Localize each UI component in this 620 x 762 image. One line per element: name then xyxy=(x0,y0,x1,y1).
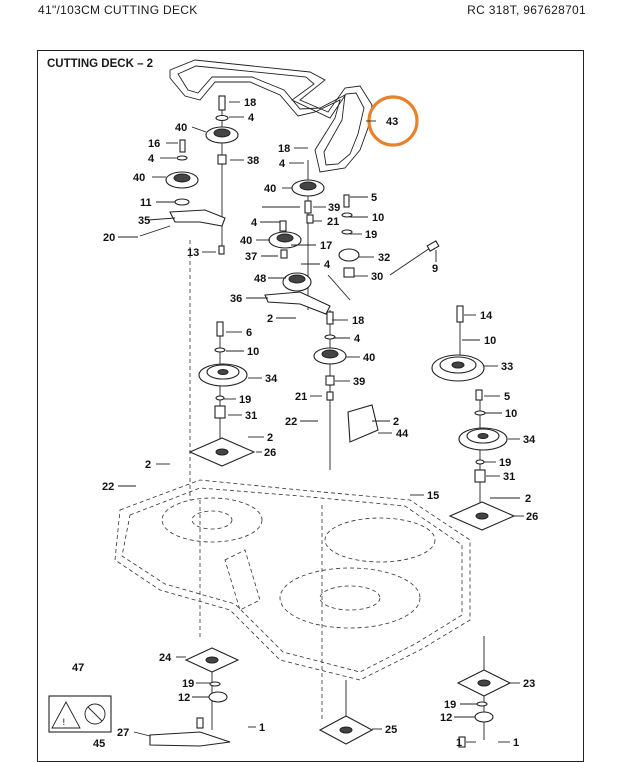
callout-4: 4 xyxy=(248,112,255,124)
callout-2: 2 xyxy=(393,416,399,428)
callout-21: 21 xyxy=(327,216,339,228)
callout-40: 40 xyxy=(264,183,276,195)
callout-35: 35 xyxy=(138,215,150,227)
callout-4: 4 xyxy=(354,333,361,345)
callout-22: 22 xyxy=(285,416,297,428)
callout-5: 5 xyxy=(371,192,377,204)
callout-30: 30 xyxy=(371,271,383,283)
callout-31: 31 xyxy=(245,410,257,422)
callout-6: 6 xyxy=(246,327,252,339)
callout-39: 39 xyxy=(353,376,365,388)
callout-10: 10 xyxy=(247,346,259,358)
leader-lines xyxy=(118,101,524,743)
callout-25: 25 xyxy=(385,724,397,736)
callout-17: 17 xyxy=(320,240,332,252)
svg-text:!: ! xyxy=(62,718,66,728)
section-title: CUTTING DECK – 2 xyxy=(47,58,154,70)
callout-4: 4 xyxy=(279,158,286,170)
callout-2: 2 xyxy=(145,459,151,471)
callout-40: 40 xyxy=(133,172,145,184)
callout-26: 26 xyxy=(264,447,276,459)
callout-1: 1 xyxy=(513,737,519,749)
drive-belt-inner xyxy=(177,65,365,166)
drive-belt xyxy=(169,59,373,173)
callout-labels: 18 4 40 16 4 38 18 4 40 11 35 20 5 40 39… xyxy=(72,97,538,750)
callout-18: 18 xyxy=(278,143,290,155)
callout-27: 27 xyxy=(117,727,129,739)
callout-36: 36 xyxy=(230,293,242,305)
left-pulley-stack xyxy=(139,95,239,500)
callout-40: 40 xyxy=(240,235,252,247)
callout-10: 10 xyxy=(484,335,496,347)
callout-19: 19 xyxy=(365,229,377,241)
callout-9: 9 xyxy=(432,263,438,275)
callout-33: 33 xyxy=(501,361,513,373)
bottom-spindles xyxy=(149,636,512,748)
callout-15: 15 xyxy=(427,490,439,502)
model-number: RC 318T, 967628701 xyxy=(467,3,586,17)
callout-19: 19 xyxy=(239,394,251,406)
callout-19: 19 xyxy=(182,678,194,690)
safety-decal: ! xyxy=(48,695,112,733)
callout-11: 11 xyxy=(140,197,152,209)
callout-24: 24 xyxy=(159,652,172,664)
callout-21: 21 xyxy=(295,391,307,403)
callout-45: 45 xyxy=(93,738,105,750)
callout-4: 4 xyxy=(148,153,155,165)
callout-5: 5 xyxy=(504,391,510,403)
callout-22: 22 xyxy=(102,481,114,493)
center-pulley-stack xyxy=(264,160,351,315)
callout-10: 10 xyxy=(505,408,517,420)
callout-1: 1 xyxy=(456,737,462,749)
callout-39: 39 xyxy=(328,202,340,214)
callout-13: 13 xyxy=(187,247,199,259)
callout-20: 20 xyxy=(103,232,115,244)
right-idler-stack xyxy=(313,194,440,470)
callout-23: 23 xyxy=(523,678,535,690)
callout-44: 44 xyxy=(396,428,409,440)
right-spindle-pulley xyxy=(431,305,516,531)
callout-34: 34 xyxy=(265,373,278,385)
callout-32: 32 xyxy=(378,252,390,264)
callout-34: 34 xyxy=(523,434,536,446)
left-spindle-pulley xyxy=(188,321,256,467)
callout-31: 31 xyxy=(503,471,515,483)
callout-19: 19 xyxy=(499,457,511,469)
callout-47: 47 xyxy=(72,662,84,674)
deck-housing xyxy=(114,479,471,720)
callout-4: 4 xyxy=(324,259,331,271)
callout-12: 12 xyxy=(440,712,452,724)
callout-1: 1 xyxy=(259,722,265,734)
callout-4: 4 xyxy=(251,217,258,229)
callout-2: 2 xyxy=(267,432,273,444)
callout-38: 38 xyxy=(247,155,259,167)
callout-18: 18 xyxy=(352,315,364,327)
callout-2: 2 xyxy=(525,493,531,505)
document-title: 41"/103CM CUTTING DECK xyxy=(38,3,198,17)
callout-19: 19 xyxy=(444,699,456,711)
callout-43: 43 xyxy=(386,116,398,128)
callout-26: 26 xyxy=(526,511,538,523)
callout-16: 16 xyxy=(148,138,160,150)
callout-37: 37 xyxy=(245,251,257,263)
callout-10: 10 xyxy=(372,212,384,224)
callout-40: 40 xyxy=(175,122,187,134)
callout-40: 40 xyxy=(363,352,375,364)
callout-18: 18 xyxy=(244,97,256,109)
callout-14: 14 xyxy=(480,310,493,322)
callout-12: 12 xyxy=(178,692,190,704)
callout-48: 48 xyxy=(254,273,266,285)
callout-2: 2 xyxy=(267,313,273,325)
